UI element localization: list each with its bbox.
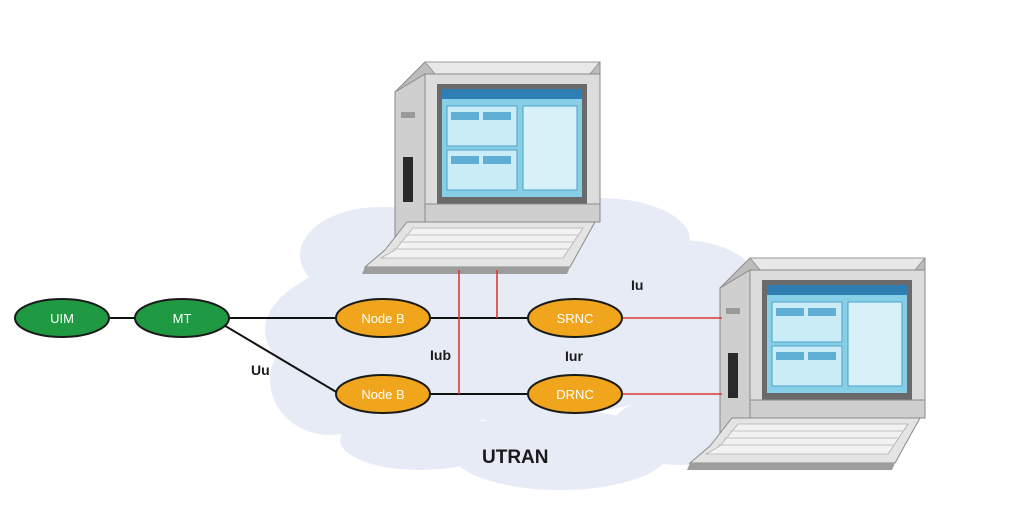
label-iu: Iu bbox=[631, 277, 643, 293]
node-uim: UIM bbox=[14, 298, 110, 338]
link-mt-nodeb-bottom bbox=[221, 323, 339, 394]
label-iub: Iub bbox=[430, 347, 451, 363]
label-iur: Iur bbox=[565, 348, 583, 364]
utran-cloud bbox=[265, 190, 770, 490]
node-mt: MT bbox=[134, 298, 230, 338]
computer-terminal-icon bbox=[686, 257, 926, 471]
node-drnc-label: DRNC bbox=[556, 387, 594, 402]
node-b-bottom: Node B bbox=[335, 374, 431, 414]
node-b-bottom-label: Node B bbox=[361, 387, 404, 402]
label-utran: UTRAN bbox=[482, 447, 549, 468]
node-srnc-label: SRNC bbox=[557, 311, 594, 326]
node-uim-label: UIM bbox=[50, 311, 74, 326]
node-b-top: Node B bbox=[335, 298, 431, 338]
computer-terminal-icon bbox=[361, 61, 601, 275]
black-links bbox=[110, 317, 528, 395]
node-srnc: SRNC bbox=[527, 298, 623, 338]
red-links bbox=[458, 270, 722, 395]
node-mt-label: MT bbox=[173, 311, 192, 326]
node-b-top-label: Node B bbox=[361, 311, 404, 326]
label-uu: Uu bbox=[251, 362, 270, 378]
node-drnc: DRNC bbox=[527, 374, 623, 414]
